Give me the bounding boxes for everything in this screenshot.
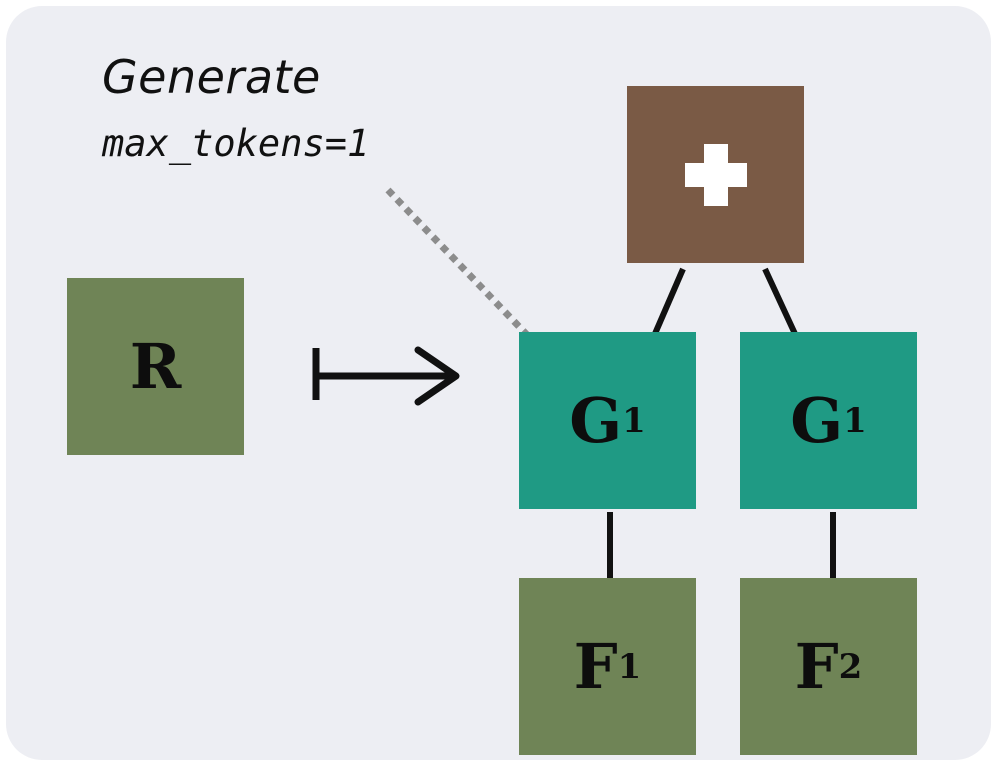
node-f1-label: F bbox=[573, 630, 618, 703]
plus-icon bbox=[684, 143, 747, 206]
node-g1-label: G bbox=[569, 384, 623, 457]
node-r: R bbox=[67, 278, 244, 455]
generate-label: Generate bbox=[102, 50, 321, 104]
edge-plus-g1 bbox=[651, 267, 686, 338]
maps-to-arrow-icon bbox=[312, 346, 460, 406]
node-plus bbox=[627, 86, 804, 263]
edge-plus-g2 bbox=[762, 267, 799, 338]
node-g2-label: G bbox=[790, 384, 844, 457]
annotation-dotted-line bbox=[385, 187, 533, 341]
node-f2-label: F bbox=[794, 630, 839, 703]
generate-param-label: max_tokens=1 bbox=[102, 122, 370, 165]
node-r-label: R bbox=[129, 330, 182, 403]
